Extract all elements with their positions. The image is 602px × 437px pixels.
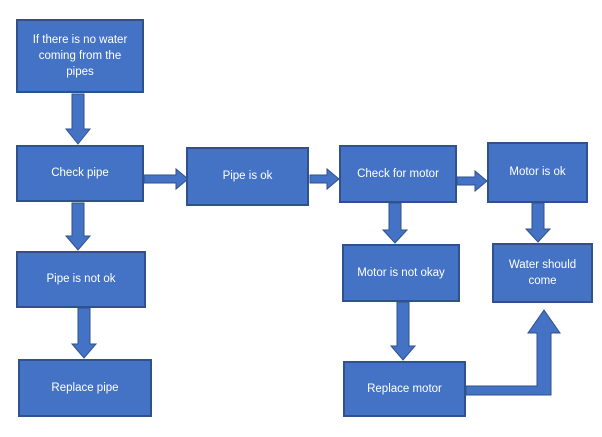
arrow-motor-ok-to-water-come [524,202,552,243]
node-check-motor: Check for motor [339,145,457,203]
node-check-motor-label: Check for motor [357,167,439,180]
node-no-water-label: If there is no water coming from the pip… [32,33,128,79]
arrow-motor-not-okay-to-replace-motor [389,301,417,361]
node-water-should-come-label: Water should come [508,258,577,287]
arrow-no-water-to-check-pipe [64,93,92,145]
node-replace-motor-label: Replace motor [367,382,442,395]
node-pipe-ok-label: Pipe is ok [222,170,273,183]
arrow-pipe-not-ok-to-replace-pipe [70,307,98,359]
node-motor-ok: Motor is ok [487,142,588,203]
node-pipe-not-ok: Pipe is not ok [16,251,146,308]
node-pipe-not-ok-label: Pipe is not ok [46,273,116,286]
node-replace-motor: Replace motor [343,361,466,417]
node-replace-pipe: Replace pipe [18,359,152,417]
node-replace-pipe-label: Replace pipe [51,381,119,394]
arrow-replace-motor-to-water-come [465,309,561,396]
node-no-water: If there is no water coming from the pip… [16,19,144,93]
node-motor-ok-label: Motor is ok [509,166,566,179]
arrow-check-motor-to-motor-ok [456,169,488,193]
arrow-check-pipe-to-pipe-not-ok [64,202,92,251]
arrow-check-motor-to-motor-not-okay [381,202,409,244]
node-check-pipe: Check pipe [16,145,144,202]
node-pipe-ok: Pipe is ok [186,147,309,206]
node-check-pipe-label: Check pipe [51,167,109,180]
node-water-should-come: Water should come [492,243,593,303]
arrow-pipe-ok-to-check-motor [309,167,340,191]
arrow-check-pipe-to-pipe-ok [143,167,189,191]
node-motor-not-okay-label: Motor is not okay [357,266,445,279]
node-motor-not-okay: Motor is not okay [342,244,460,302]
